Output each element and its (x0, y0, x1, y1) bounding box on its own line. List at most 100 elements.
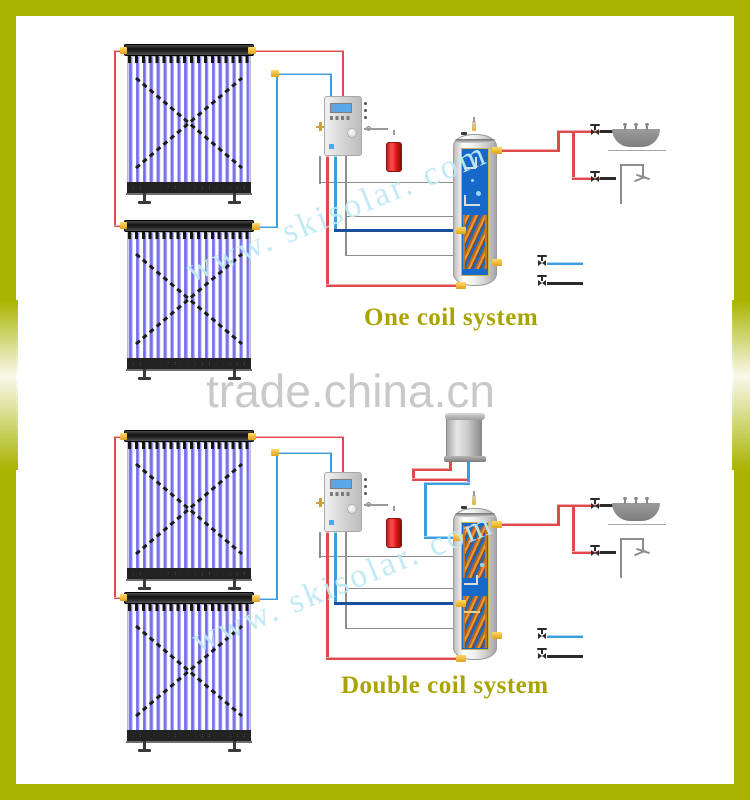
shutoff-valve[interactable] (535, 255, 549, 267)
hot-water-supply (572, 177, 602, 180)
heat-pipe-cross-lines (135, 252, 243, 346)
boiler-cold-pipe (424, 482, 470, 485)
auxiliary-boiler (444, 413, 486, 462)
lower-solar-collector (124, 592, 254, 752)
valve-stem (594, 499, 596, 504)
boiler-hot-pipe (412, 468, 415, 480)
collector-cold-pipe (258, 598, 278, 600)
shutoff-valve[interactable] (588, 545, 602, 557)
evacuated-tubes (128, 233, 250, 365)
shutoff-valve[interactable] (588, 124, 602, 136)
boiler-hot-pipe (449, 460, 452, 470)
circulation-pump-knob[interactable] (347, 128, 357, 138)
pipe-connector (120, 594, 127, 601)
controller-status-dots (364, 102, 368, 119)
air-vent (472, 491, 476, 505)
one-coil-system-diagram: One coil system (16, 16, 734, 400)
diagram-canvas: One coil system (16, 16, 734, 784)
collector-cold-pipe (330, 73, 332, 99)
collector-legs (124, 368, 254, 380)
boiler-cold-pipe (424, 482, 427, 538)
basin-tap (634, 123, 638, 130)
valve-body (538, 653, 546, 659)
boiler-cold-pipe (424, 536, 458, 539)
collector-leg (228, 192, 241, 204)
pipe-connector (120, 222, 127, 229)
solar-controller[interactable] (324, 472, 362, 532)
basin-tap (623, 123, 627, 130)
shower-arm (620, 164, 644, 166)
controller-indicator-led (329, 520, 334, 525)
collector-leg (138, 368, 151, 380)
heat-pipe-cross-lines (135, 76, 243, 170)
shutoff-valve[interactable] (588, 498, 602, 510)
collector-hot-pipe (342, 436, 344, 475)
controller-buttons[interactable] (330, 116, 352, 120)
shower-riser (620, 538, 622, 578)
shutoff-valve[interactable] (535, 275, 549, 287)
pipe-connector (456, 600, 466, 607)
pipe-connector (252, 595, 260, 602)
drain-line (547, 655, 583, 658)
collector-hot-pipe (252, 436, 344, 438)
sensor-cable (319, 182, 471, 183)
boiler-base (444, 456, 486, 462)
hot-water-supply (500, 523, 560, 526)
status-dot (364, 116, 367, 119)
upper-solar-collector (124, 430, 254, 590)
one-coil-system-label: One coil system (364, 304, 539, 331)
collector-tube-necks (128, 603, 250, 611)
boiler-top-cover (445, 413, 485, 420)
frame-fade-left (0, 300, 18, 470)
valve-body (591, 129, 599, 135)
collector-leg (228, 740, 241, 752)
shutoff-valve[interactable] (535, 648, 549, 660)
pipe-connector (453, 534, 463, 541)
sensor-cable (345, 156, 347, 218)
valve-body (591, 550, 599, 556)
status-dot (364, 492, 367, 495)
tank-cold-inlet (334, 602, 464, 605)
tank-water-volume (461, 522, 489, 650)
expansion-tank-arm (364, 504, 388, 506)
solar-controller[interactable] (324, 96, 362, 156)
controller-status-dots (364, 478, 368, 495)
drain-valve[interactable] (316, 122, 326, 132)
water-bubble (476, 191, 481, 196)
expansion-tank-stem (393, 506, 395, 511)
boiler-hot-pipe (412, 478, 470, 481)
collector-header-manifold (124, 44, 254, 56)
valve-body (591, 176, 599, 182)
collector-hot-pipe (114, 50, 116, 226)
status-dot (364, 109, 367, 112)
lower-heat-exchanger-coil (463, 596, 487, 648)
shower-riser (620, 164, 622, 204)
collector-header-manifold (124, 430, 254, 442)
evacuated-tubes (128, 443, 250, 575)
hot-water-supply (557, 504, 560, 526)
collector-rail (126, 369, 252, 371)
pipe-connector (492, 521, 502, 528)
pipe-connector (271, 449, 279, 456)
shutoff-valve[interactable] (535, 628, 549, 640)
basin-tap (645, 123, 649, 130)
hot-water-supply (500, 149, 560, 152)
status-dot (364, 478, 367, 481)
basin-counter-line (608, 150, 666, 151)
shower-head (634, 549, 646, 557)
circulation-pump-knob[interactable] (347, 504, 357, 514)
tank-top-cap (455, 139, 495, 143)
basin-tap (645, 497, 649, 504)
controller-buttons[interactable] (330, 492, 352, 496)
shutoff-valve[interactable] (588, 171, 602, 183)
collector-leg (138, 740, 151, 752)
fixture-branch-pipe (600, 177, 616, 180)
collector-header-manifold (124, 220, 254, 232)
hot-water-supply (572, 504, 575, 554)
collector-leg (138, 578, 151, 590)
collector-rail (126, 741, 252, 743)
basin-tap (623, 497, 627, 504)
drain-valve[interactable] (316, 498, 326, 508)
single-coil-storage-tank (453, 134, 497, 286)
pipe-connector (492, 259, 502, 266)
